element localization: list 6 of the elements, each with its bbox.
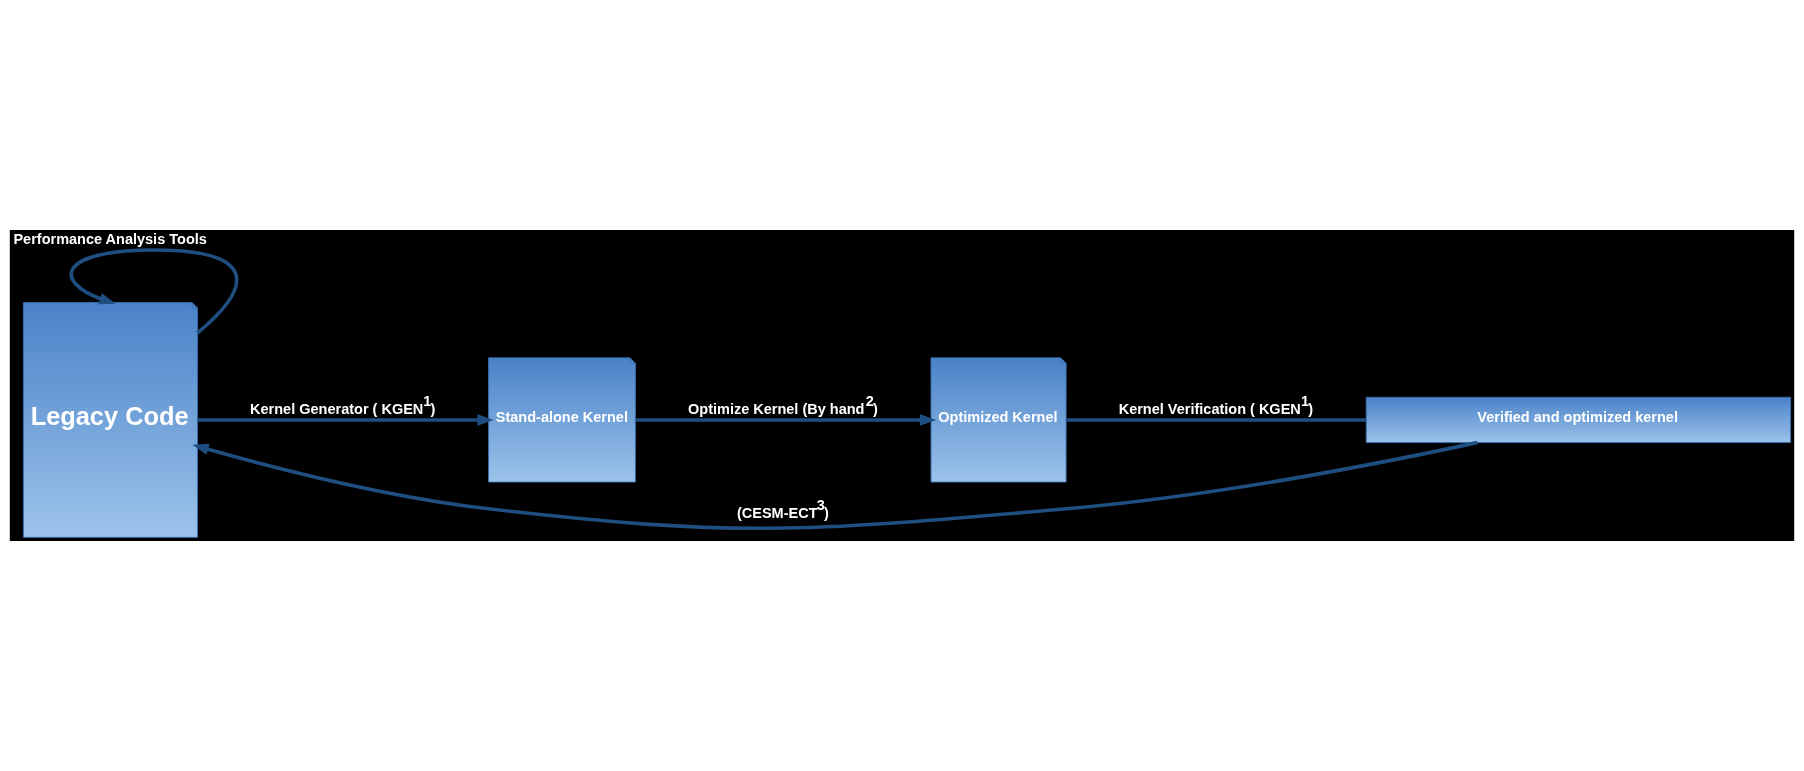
- edge-label: Performance Analysis Tools: [13, 231, 207, 248]
- connector: [1066, 418, 1367, 422]
- arrow: [635, 414, 937, 426]
- arrow: [197, 414, 494, 426]
- node-box: Verified and optimized kernel: [1365, 396, 1792, 444]
- arrow: [192, 440, 1478, 530]
